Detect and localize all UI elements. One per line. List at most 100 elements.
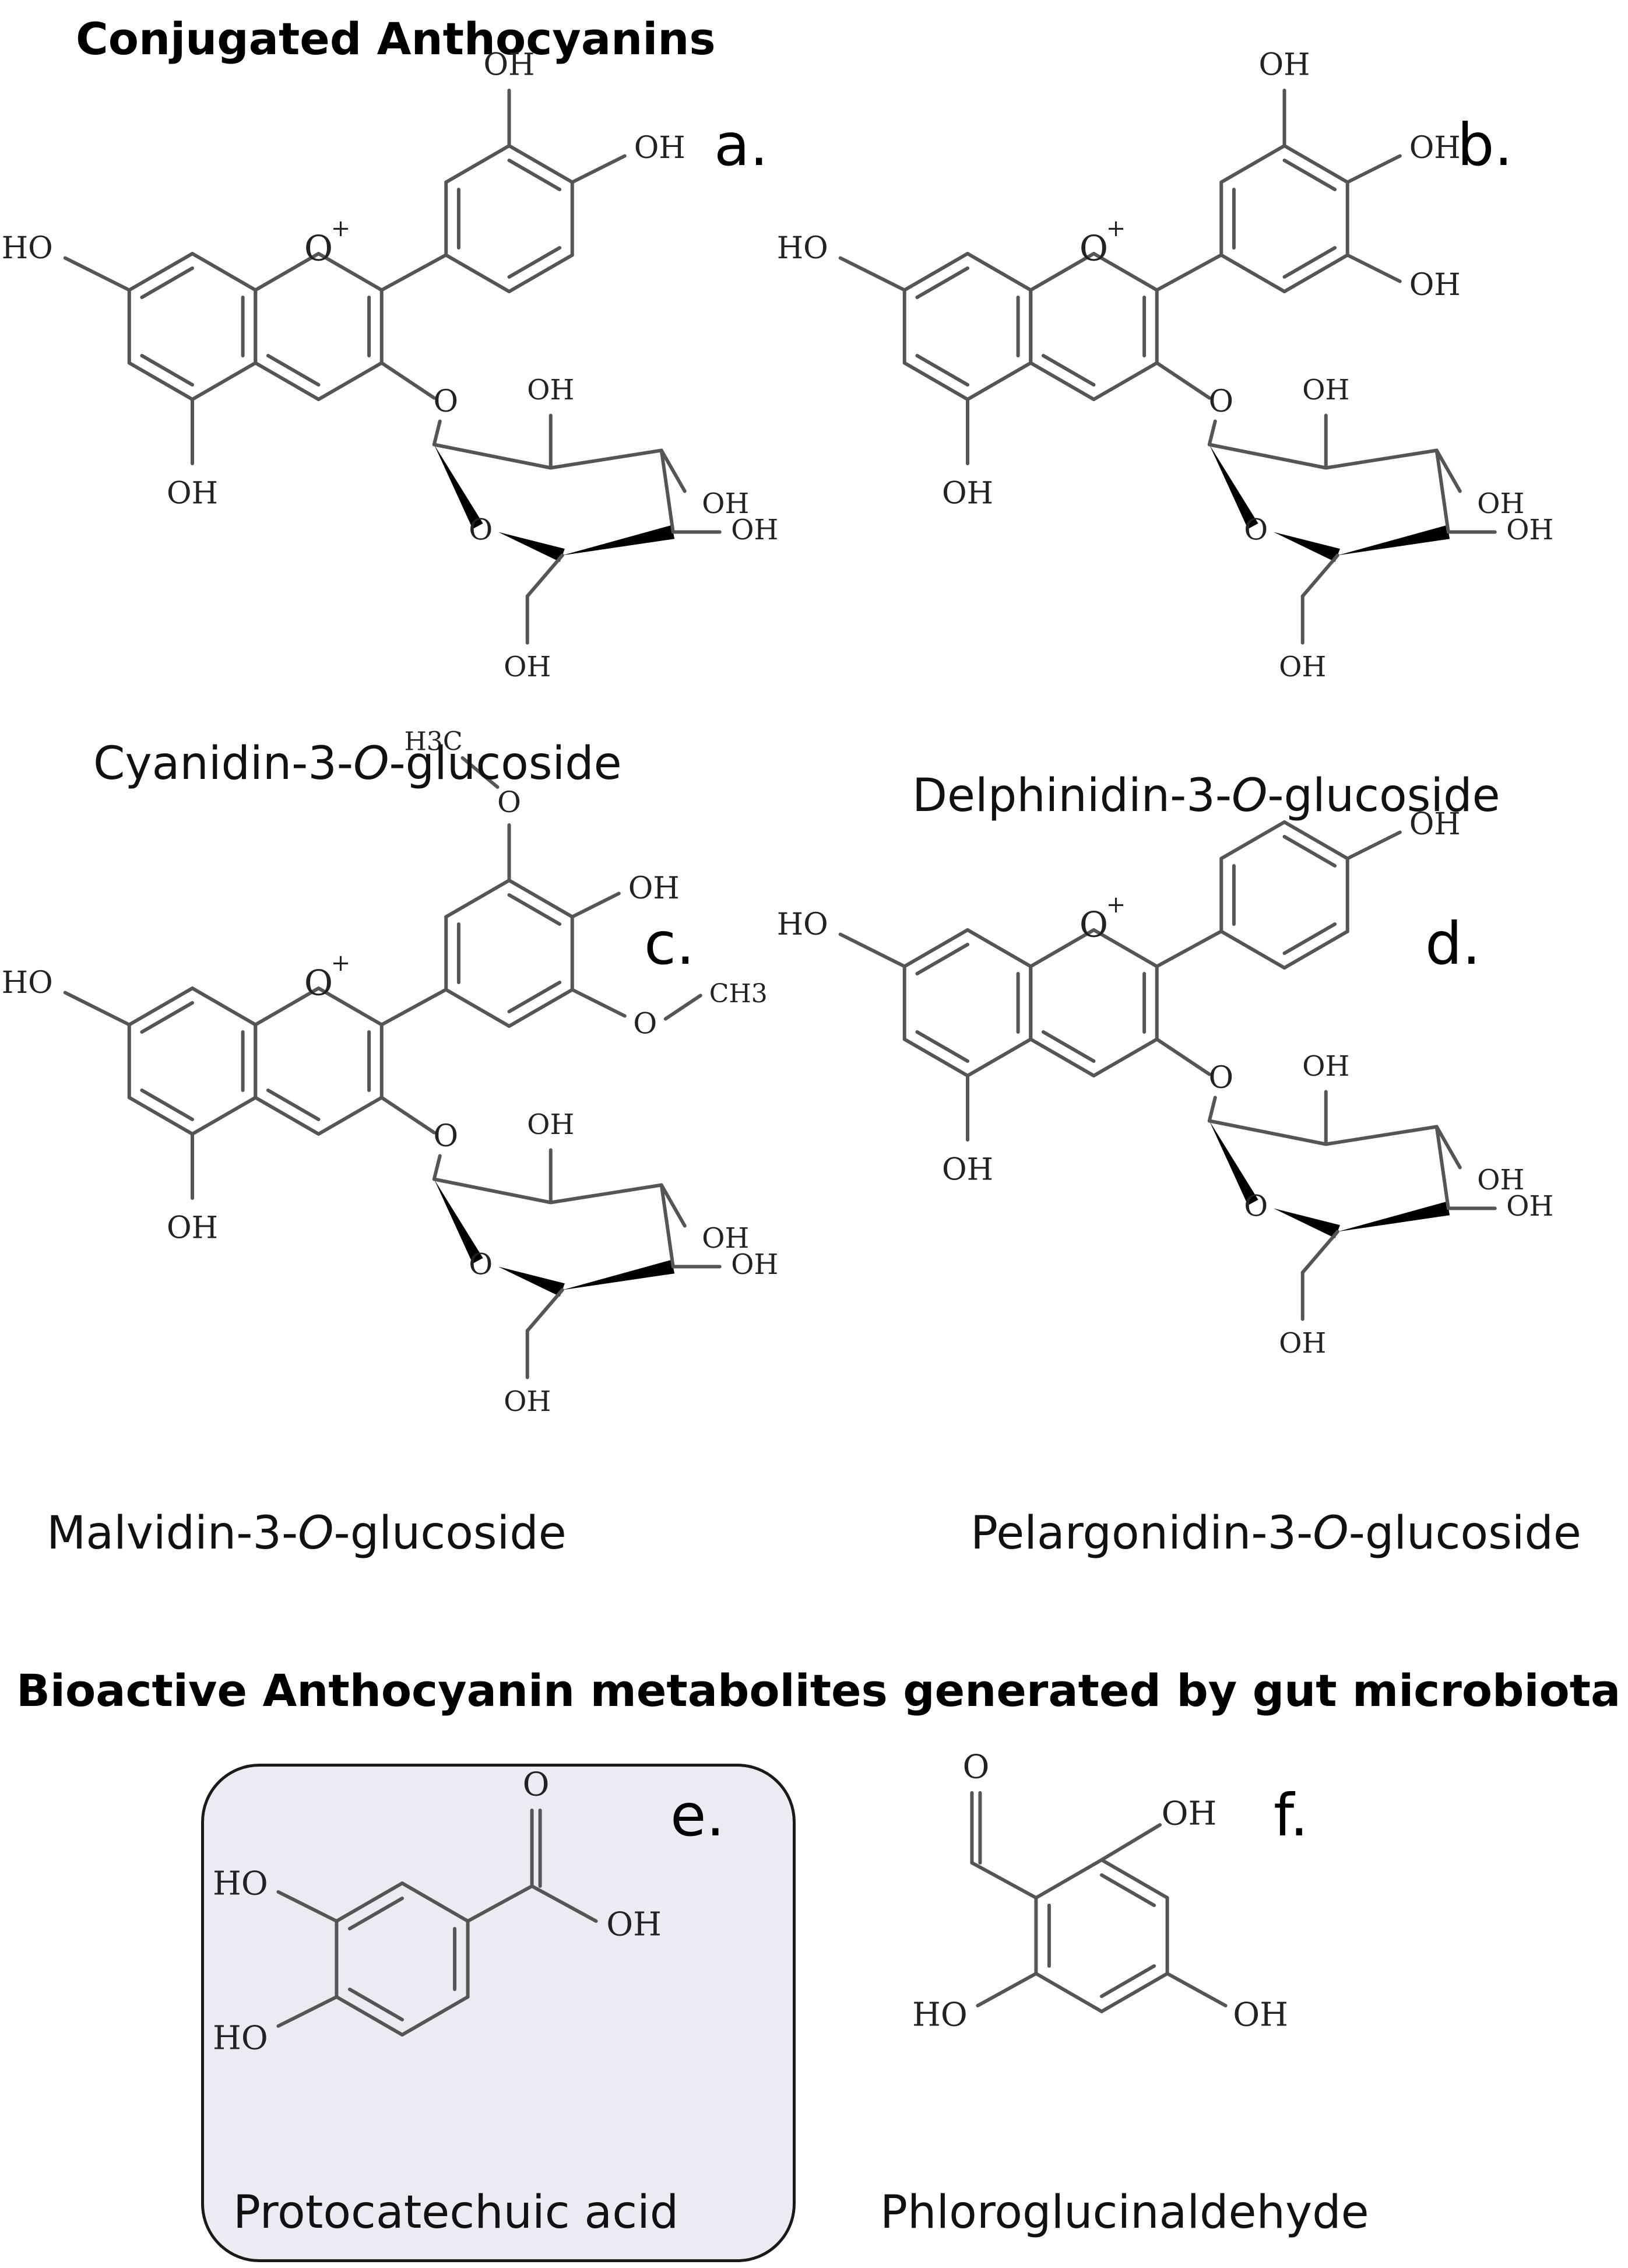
delphinidin-c-ring-bond — [1092, 361, 1159, 401]
malvidin-c-ring-bond — [317, 986, 384, 1027]
cyanidin-ho-7: HO — [2, 231, 53, 266]
section-title-conjugated: Conjugated Anthocyanins — [76, 13, 716, 65]
malvidin-a-ring-double-bond — [140, 1001, 194, 1034]
delphinidin-sugar-bond — [1207, 443, 1328, 470]
pca-ho-3: HO — [213, 1865, 268, 1903]
delphinidin-b-oh-3: OH — [1259, 48, 1310, 83]
pelargonidin-sugar-oh-6: OH — [1279, 1327, 1326, 1360]
pga-ho-6: HO — [912, 1996, 968, 2034]
cyanidin-sugar-oh-2: OH — [527, 374, 574, 406]
delphinidin-c-ring-bond — [1029, 361, 1096, 401]
pelargonidin-c-ring-double-bond — [1041, 1030, 1096, 1063]
malvidin-b-ring-double-bond — [507, 893, 562, 926]
malvidin-b-ome-oxygen-2: O — [633, 1007, 657, 1041]
pelargonidin-sugar-oxygen: O — [1244, 1189, 1268, 1223]
malvidin-b-ring-double-bond — [507, 981, 562, 1013]
malvidin-b-link — [379, 988, 448, 1027]
cyanidin-c-ring-bond — [254, 361, 321, 401]
pelargonidin-ho-7: HO — [777, 907, 828, 942]
cyanidin-b-oh-bond — [570, 154, 627, 184]
delphinidin-a-ring-double-bond — [915, 266, 969, 299]
delphinidin-glyco-bond — [1155, 361, 1211, 400]
pelargonidin-b-oh-bond — [1345, 830, 1402, 861]
delphinidin-b-ring-bond — [1219, 144, 1286, 184]
pca-carboxyl-bond — [466, 1884, 534, 1923]
pelargonidin-b-ring-bond — [1282, 820, 1349, 861]
cyanidin-sugar-oh-bond — [659, 448, 687, 493]
delphinidin-b-oh-bond — [1345, 154, 1402, 184]
caption-delphinidin: Delphinidin-3-O-glucoside — [912, 770, 1500, 822]
delphinidin-ho-bond — [838, 256, 906, 292]
cyanidin-b-ring-double-bond — [507, 246, 562, 279]
cyanidin-c-ring-bond — [317, 252, 384, 292]
pelargonidin-sugar-wedge — [1209, 1121, 1258, 1206]
section-title-metabolites: Bioactive Anthocyanin metabolites genera… — [16, 1665, 1621, 1716]
malvidin-sugar-wedge — [434, 1179, 483, 1264]
malvidin-sugar-wedge — [498, 1266, 565, 1297]
panel-letter-f: f. — [1274, 1781, 1309, 1849]
malvidin-sugar-wedge — [562, 1259, 675, 1290]
pga-ring-double-bond — [1100, 1873, 1156, 1907]
pelargonidin-c-ring-bond — [1029, 928, 1096, 968]
pca-acid-oh: OH — [606, 1906, 662, 1944]
caption-cyanidin: Cyanidin-3-O-glucoside — [93, 738, 622, 790]
malvidin-sugar-bond — [432, 1177, 553, 1205]
cyanidin-ho-bond — [63, 256, 131, 292]
delphinidin-sugar-bond — [1434, 448, 1450, 534]
delphinidin-b-oh-4: OH — [1409, 131, 1461, 166]
cyanidin-sugar-wedge — [498, 532, 565, 562]
malvidin-b-ring-bond — [444, 879, 511, 919]
malvidin-glyco-bond — [379, 1096, 436, 1135]
pca-ring-bond — [400, 1995, 470, 2037]
pga-ring-bond — [1034, 1858, 1103, 1900]
malvidin-b-oh-4: OH — [628, 871, 680, 906]
delphinidin-a-ring-bond — [902, 361, 969, 401]
pelargonidin-c-ring-bond — [1029, 1037, 1096, 1077]
pga-oh-4: OH — [1233, 1996, 1288, 2034]
cyanidin-b-oh-3: OH — [484, 48, 535, 83]
pga-ring-double-bond — [1100, 1964, 1156, 1998]
cyanidin-b-link — [379, 253, 448, 292]
malvidin-b-ring-bond — [507, 879, 574, 919]
pca-ring-double-bond — [347, 1988, 404, 2021]
pelargonidin-c-ring-bond — [1092, 1037, 1159, 1077]
pelargonidin-sugar-bond — [1324, 1125, 1439, 1146]
delphinidin-glyco-oxygen: O — [1208, 384, 1233, 419]
cyanidin-sugar-bond — [548, 448, 663, 470]
pca-ring-bond — [335, 1881, 404, 1923]
delphinidin-ring-oxygen: O — [1080, 229, 1108, 269]
pca-ho-bond — [276, 1995, 339, 2028]
pelargonidin-b-link — [1155, 929, 1223, 968]
malvidin-ho-bond — [63, 991, 131, 1027]
cyanidin-b-ring-bond — [444, 144, 511, 184]
malvidin-sugar-bond — [548, 1183, 663, 1205]
delphinidin-b-ring-bond — [1282, 144, 1349, 184]
delphinidin-positive-charge: + — [1106, 215, 1126, 242]
pelargonidin-b-ring-double-bond — [1282, 922, 1337, 955]
cyanidin-a-ring-bond — [191, 252, 258, 292]
malvidin-b-ome-oxygen: O — [497, 785, 521, 819]
delphinidin-a-ring-double-bond — [915, 354, 969, 387]
malvidin-b-h3c: H3C — [404, 727, 462, 757]
delphinidin-a-ring-bond — [966, 361, 1033, 401]
malvidin-sugar-oh-4: OH — [731, 1248, 778, 1281]
pelargonidin-positive-charge: + — [1106, 891, 1126, 918]
cyanidin-b-ring-bond — [507, 144, 574, 184]
cyanidin-sugar-wedge — [434, 444, 483, 529]
delphinidin-sugar-wedge — [1273, 532, 1340, 562]
malvidin-a-ring-bond — [127, 986, 194, 1027]
caption-pelargonidin: Pelargonidin-3-O-glucoside — [971, 1507, 1581, 1560]
delphinidin-a-ring-bond — [966, 252, 1033, 292]
delphinidin-b-ring-bond — [1282, 253, 1349, 293]
cyanidin-sugar-bond — [432, 443, 553, 470]
cyanidin-sugar-bond — [659, 448, 675, 534]
pca-ring-double-bond — [347, 1897, 404, 1930]
delphinidin-b-ring-bond — [1219, 253, 1286, 293]
cyanidin-a-ring-bond — [127, 252, 194, 292]
pca-ring-bond — [400, 1881, 470, 1923]
pelargonidin-b-ring-bond — [1219, 820, 1286, 861]
pelargonidin-sugar-oh-4: OH — [1506, 1190, 1553, 1223]
pga-ring-bond — [1034, 1972, 1103, 2013]
malvidin-ring-oxygen: O — [304, 963, 333, 1004]
